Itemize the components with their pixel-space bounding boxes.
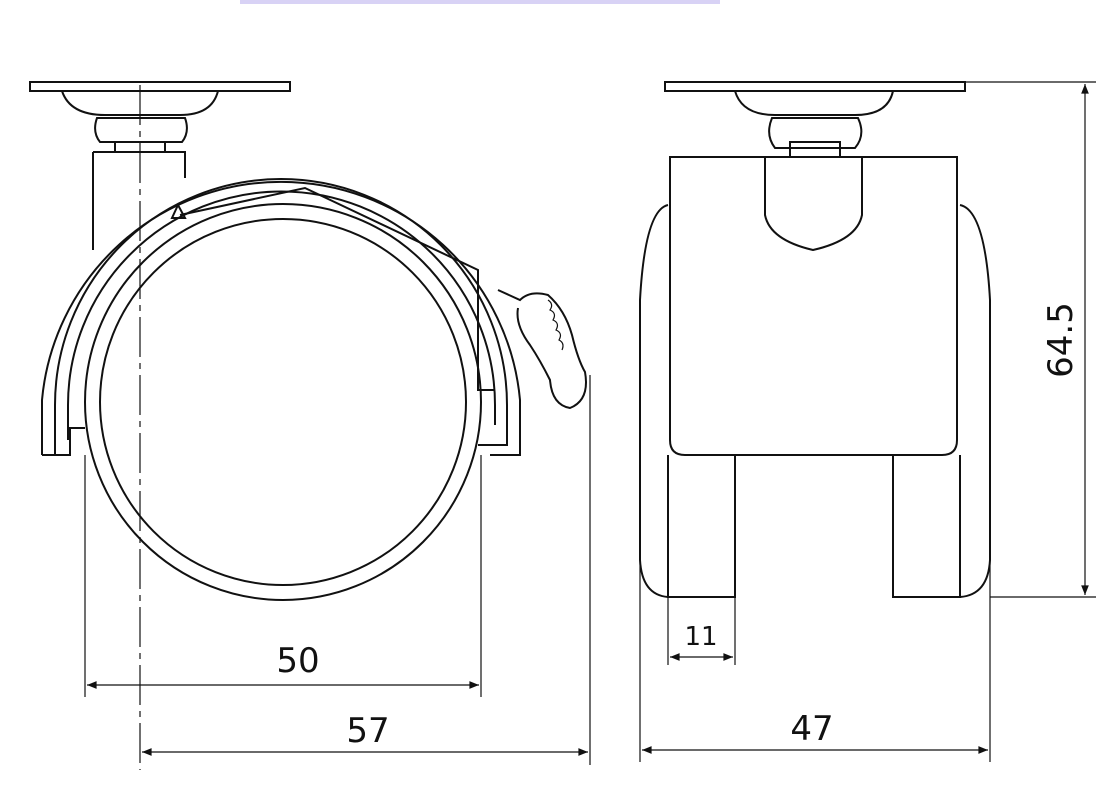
fork-body: [669, 156, 958, 456]
wheel-side-right: [959, 204, 991, 598]
hood-inner-cut: [179, 186, 495, 391]
fork-leg-left: [667, 455, 736, 598]
dimension-leg-width: 11: [667, 597, 736, 665]
dim-label-47: 47: [790, 709, 833, 749]
swivel-bowl: [61, 90, 219, 116]
side-view: [29, 81, 587, 770]
hood-outer: [41, 180, 521, 456]
mount-plate-front: [664, 81, 966, 92]
dim-label-50: 50: [276, 641, 319, 681]
wheel-inner: [99, 218, 467, 586]
front-view: [639, 81, 991, 598]
dimension-overall-width: 47: [639, 465, 991, 762]
brake-lever: [497, 289, 587, 410]
dimension-overall-length: 57: [142, 375, 591, 765]
swivel-neck: [94, 117, 188, 143]
dim-label-64-5: 64.5: [1041, 302, 1081, 378]
dimension-overall-height: 64.5: [965, 81, 1096, 598]
dimension-wheel-diameter: 50: [84, 455, 482, 697]
wheel-outer: [84, 203, 482, 601]
fork-leg-right: [892, 455, 961, 598]
mount-plate: [29, 81, 291, 92]
stem-bracket: [92, 151, 186, 250]
hood-band: [54, 178, 508, 455]
swivel-dome: [764, 157, 863, 252]
top-artifact: [240, 0, 720, 4]
dim-label-11: 11: [684, 622, 717, 652]
swivel-bowl-front: [734, 90, 894, 116]
dim-label-57: 57: [346, 711, 389, 751]
wheel-side-left: [639, 204, 669, 598]
